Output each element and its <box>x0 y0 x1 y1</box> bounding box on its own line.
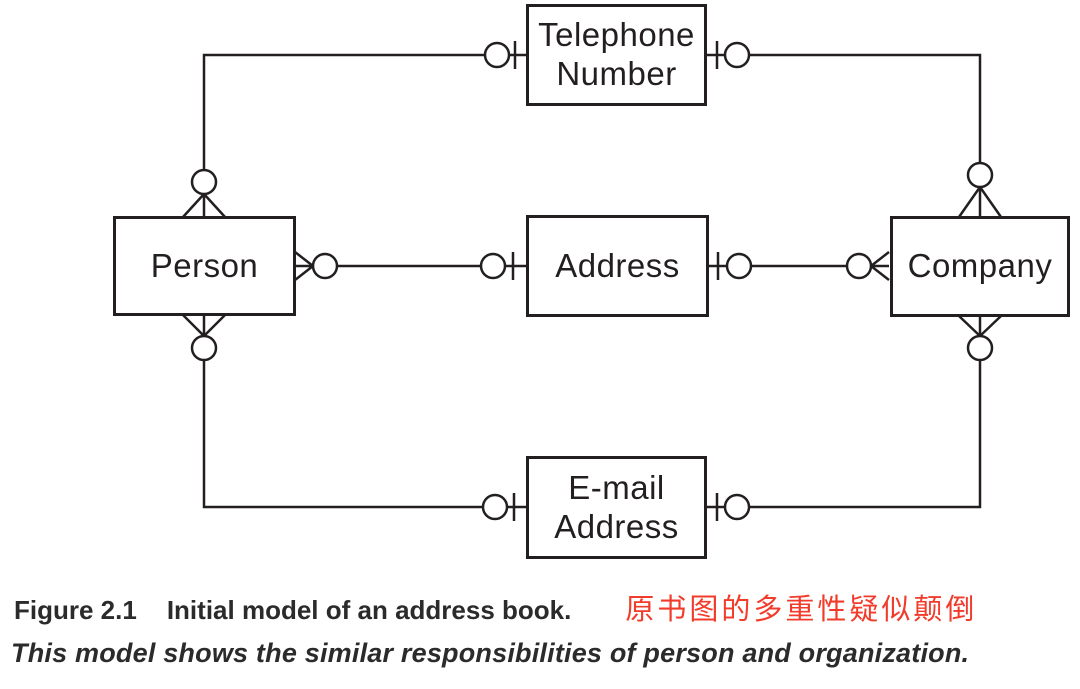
crows-foot-icon <box>182 193 226 218</box>
figure-subtitle: This model shows the similar responsibil… <box>11 638 970 668</box>
entity-label: Number <box>556 55 677 92</box>
crows-foot-icon <box>182 314 226 337</box>
chinese-annotation: 原书图的多重性疑似颠倒 <box>625 594 978 626</box>
connector-address-company <box>709 251 890 281</box>
entity-label: Person <box>150 246 259 284</box>
entity-label: E-mail <box>568 468 665 506</box>
crows-foot-icon <box>958 315 1002 337</box>
figure-number: Figure 2.1 <box>14 595 137 625</box>
connector-person-telephone <box>182 41 527 218</box>
connector-telephone-company <box>707 41 1003 218</box>
connector-person-email <box>182 314 527 521</box>
figure-caption: Figure 2.1 Initial model of an address bo… <box>14 586 977 628</box>
connector-email-company <box>707 315 1002 521</box>
crows-foot-icon <box>294 251 314 281</box>
entity-label: Telephone <box>538 16 695 54</box>
entity-label: Company <box>907 247 1053 285</box>
crows-foot-icon <box>957 186 1003 218</box>
figure-title: Initial model of an address book. <box>166 595 572 625</box>
crows-foot-icon <box>870 251 890 281</box>
entity-email-address: E-mail Address <box>526 456 707 559</box>
entity-person: Person <box>113 216 296 316</box>
entity-label: Address <box>554 507 679 545</box>
connector-wires <box>182 41 1003 521</box>
entity-address: Address <box>526 215 709 317</box>
entity-company: Company <box>890 216 1070 317</box>
connector-person-address <box>294 251 527 281</box>
entity-label: Address <box>555 246 680 284</box>
entity-telephone-number: Telephone Number <box>526 4 707 106</box>
